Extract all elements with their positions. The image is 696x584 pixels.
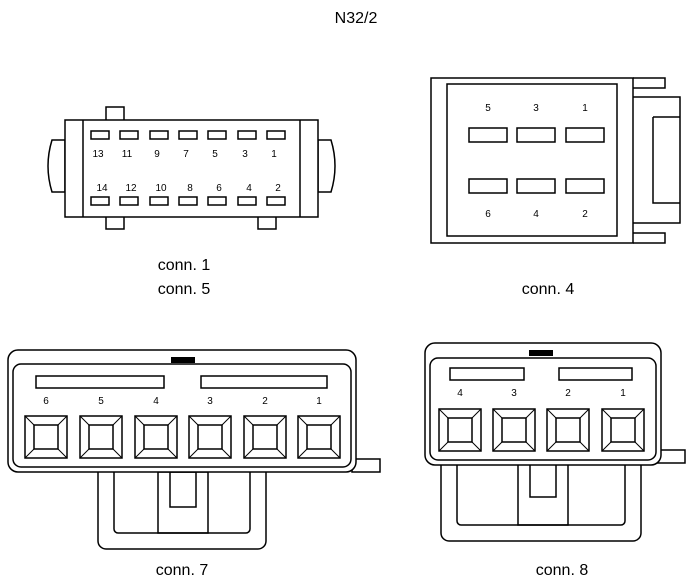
pin-slot <box>237 130 257 140</box>
pin-cavity <box>297 415 341 459</box>
pin-number: 3 <box>242 149 248 160</box>
pin-slot <box>237 196 257 206</box>
pin-cavity <box>438 408 482 452</box>
pin-number: 1 <box>316 396 322 407</box>
pin-number: 3 <box>533 103 539 114</box>
pin-slot <box>468 127 508 143</box>
pin-number: 6 <box>43 396 49 407</box>
pin-number: 2 <box>565 388 571 399</box>
pin-number: 7 <box>183 149 189 160</box>
pin-number: 4 <box>457 388 463 399</box>
pin-number: 2 <box>582 209 588 220</box>
pin-slot <box>149 196 169 206</box>
pin-cavity <box>492 408 536 452</box>
pin-slot <box>266 196 286 206</box>
pin-slot <box>90 130 110 140</box>
pin-number: 12 <box>125 183 137 194</box>
pin-slot <box>565 178 605 194</box>
caption-conn-7: conn. 7 <box>156 562 209 579</box>
connector-4: 5 6 3 4 1 2 <box>430 77 681 244</box>
pin-slot <box>565 127 605 143</box>
pin-slot <box>516 178 556 194</box>
pin-slot <box>119 196 139 206</box>
pin-slot <box>178 130 198 140</box>
pin-slot <box>207 130 227 140</box>
caption-conn-8: conn. 8 <box>536 562 589 579</box>
pin-number: 10 <box>155 183 167 194</box>
caption-conn-5: conn. 5 <box>158 281 211 298</box>
pin-number: 4 <box>246 183 252 194</box>
pin-number: 5 <box>485 103 491 114</box>
pin-number: 4 <box>533 209 539 220</box>
pin-number: 4 <box>153 396 159 407</box>
pin-cavity <box>601 408 645 452</box>
pin-number: 2 <box>262 396 268 407</box>
connector-8: 4 3 2 1 <box>424 342 686 542</box>
pin-slot <box>178 196 198 206</box>
pin-number: 3 <box>511 388 517 399</box>
pin-cavity <box>546 408 590 452</box>
pin-number: 13 <box>92 149 104 160</box>
pin-slot <box>207 196 227 206</box>
pin-cavity <box>134 415 178 459</box>
pin-number: 11 <box>122 149 133 160</box>
pin-number: 6 <box>485 209 491 220</box>
pin-number: 2 <box>275 183 281 194</box>
pin-number: 1 <box>620 388 626 399</box>
pin-slot <box>468 178 508 194</box>
pin-slot <box>119 130 139 140</box>
pin-number: 5 <box>98 396 104 407</box>
pin-number: 1 <box>582 103 588 114</box>
pin-slot <box>266 130 286 140</box>
pin-number: 14 <box>96 183 108 194</box>
pin-number: 3 <box>207 396 213 407</box>
pin-number: 6 <box>216 183 222 194</box>
pin-slot <box>90 196 110 206</box>
pin-cavity <box>188 415 232 459</box>
pin-number: 5 <box>212 149 218 160</box>
caption-conn-4: conn. 4 <box>522 281 575 298</box>
pin-number: 9 <box>154 149 160 160</box>
connector-7: 6 5 4 3 2 1 <box>7 349 381 550</box>
pin-number: 1 <box>271 149 277 160</box>
pin-slot <box>149 130 169 140</box>
pin-number: 8 <box>187 183 193 194</box>
caption-conn-1: conn. 1 <box>158 257 211 274</box>
pin-cavity <box>24 415 68 459</box>
pin-cavity <box>243 415 287 459</box>
diagram-title: N32/2 <box>335 10 378 27</box>
pin-slot <box>516 127 556 143</box>
pin-cavity <box>79 415 123 459</box>
